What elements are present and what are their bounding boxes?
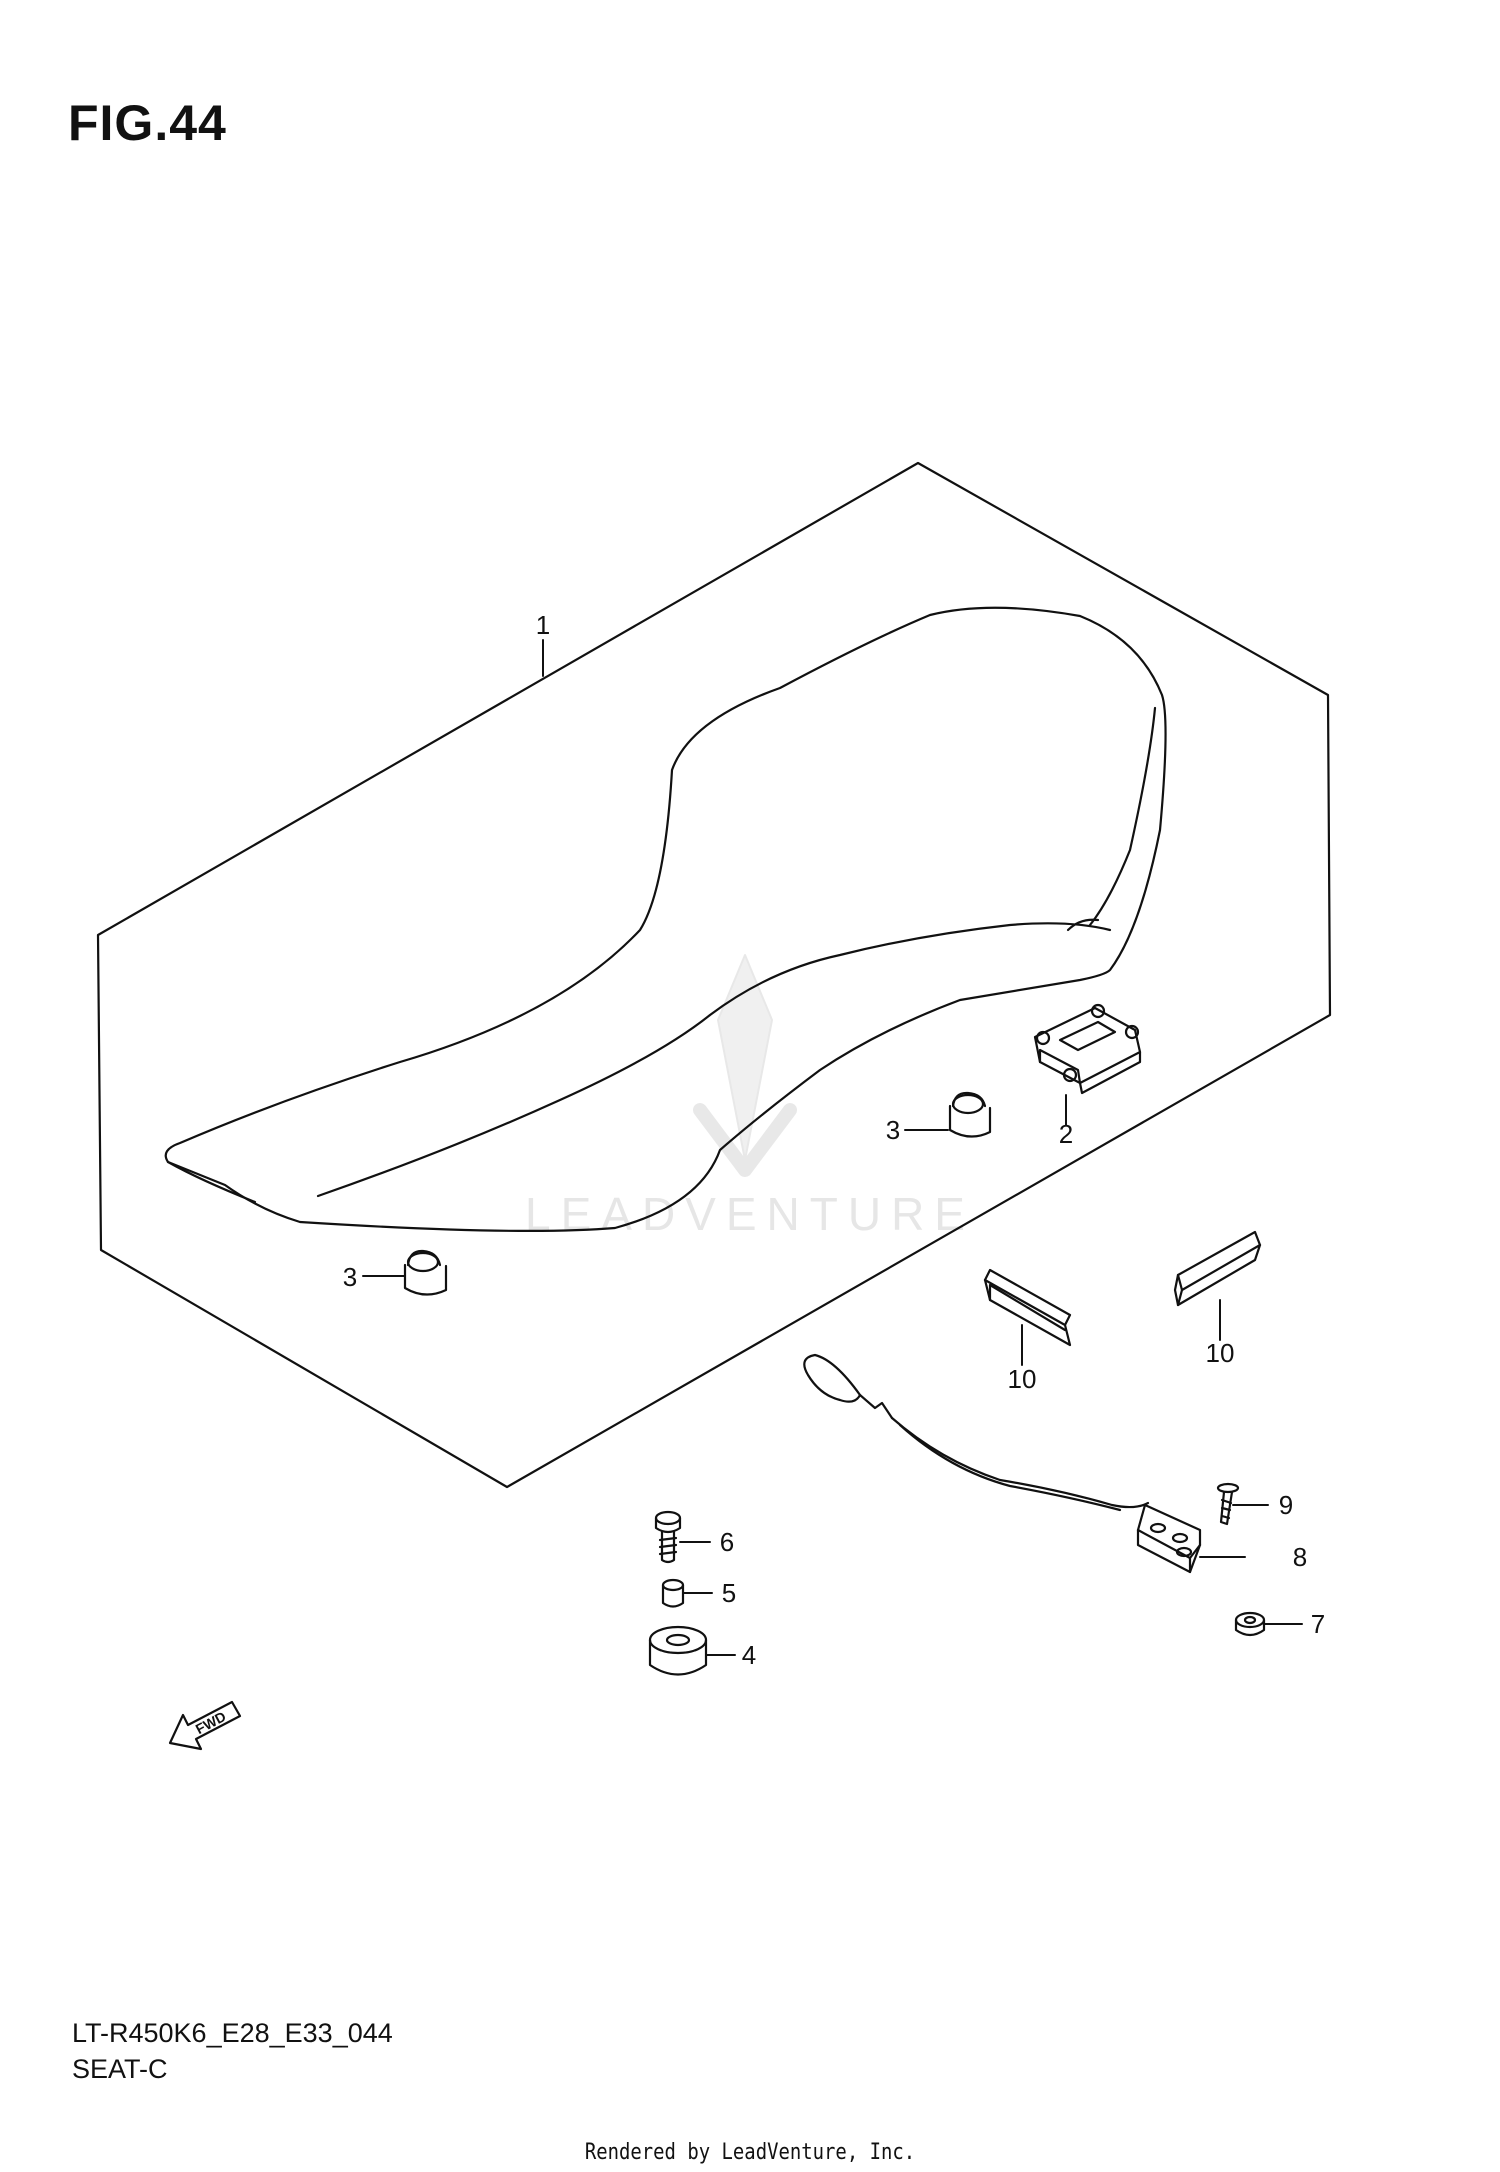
callout-3a: 3 <box>886 1115 900 1145</box>
cushion-part-3a <box>948 1091 992 1138</box>
forward-arrow-icon: FWD <box>168 1700 242 1751</box>
section-name: SEAT-C <box>72 2054 168 2084</box>
figure-title: FIG.44 <box>68 95 227 151</box>
latch-cable-part-8 <box>803 1353 1202 1574</box>
callout-9: 9 <box>1279 1490 1293 1520</box>
callout-1: 1 <box>536 610 550 640</box>
callout-2: 2 <box>1059 1119 1073 1149</box>
grommet-part-7 <box>1234 1611 1266 1637</box>
bracket-part-2 <box>1033 1003 1142 1095</box>
assembly-boundary <box>96 461 1332 1489</box>
spacer-part-4 <box>648 1625 708 1676</box>
diagram-code: LT-R450K6_E28_E33_044 <box>72 2018 393 2048</box>
callout-5: 5 <box>722 1578 736 1608</box>
collar-part-5 <box>661 1578 685 1608</box>
callout-3b: 3 <box>343 1262 357 1292</box>
strip-part-10a <box>983 1268 1072 1347</box>
callout-4: 4 <box>742 1640 756 1670</box>
callout-10a: 10 <box>1008 1364 1037 1394</box>
screw-part-9 <box>1216 1482 1240 1526</box>
watermark-text: LEADVENTURE <box>525 1188 975 1240</box>
seat-part-1 <box>164 606 1167 1232</box>
watermark: LEADVENTURE <box>525 954 975 1240</box>
callouts: 1 2 3 3 4 5 6 7 8 9 10 10 <box>343 610 1325 1670</box>
callout-8: 8 <box>1293 1542 1307 1572</box>
strip-part-10b <box>1173 1230 1262 1307</box>
bolt-part-6 <box>654 1510 682 1564</box>
cushion-part-3b <box>403 1249 448 1296</box>
callout-10b: 10 <box>1206 1338 1235 1368</box>
rendered-by-credit: Rendered by LeadVenture, Inc. <box>584 2140 916 2165</box>
callout-6: 6 <box>720 1527 734 1557</box>
leader-lines <box>362 639 1303 1656</box>
callout-7: 7 <box>1311 1609 1325 1639</box>
